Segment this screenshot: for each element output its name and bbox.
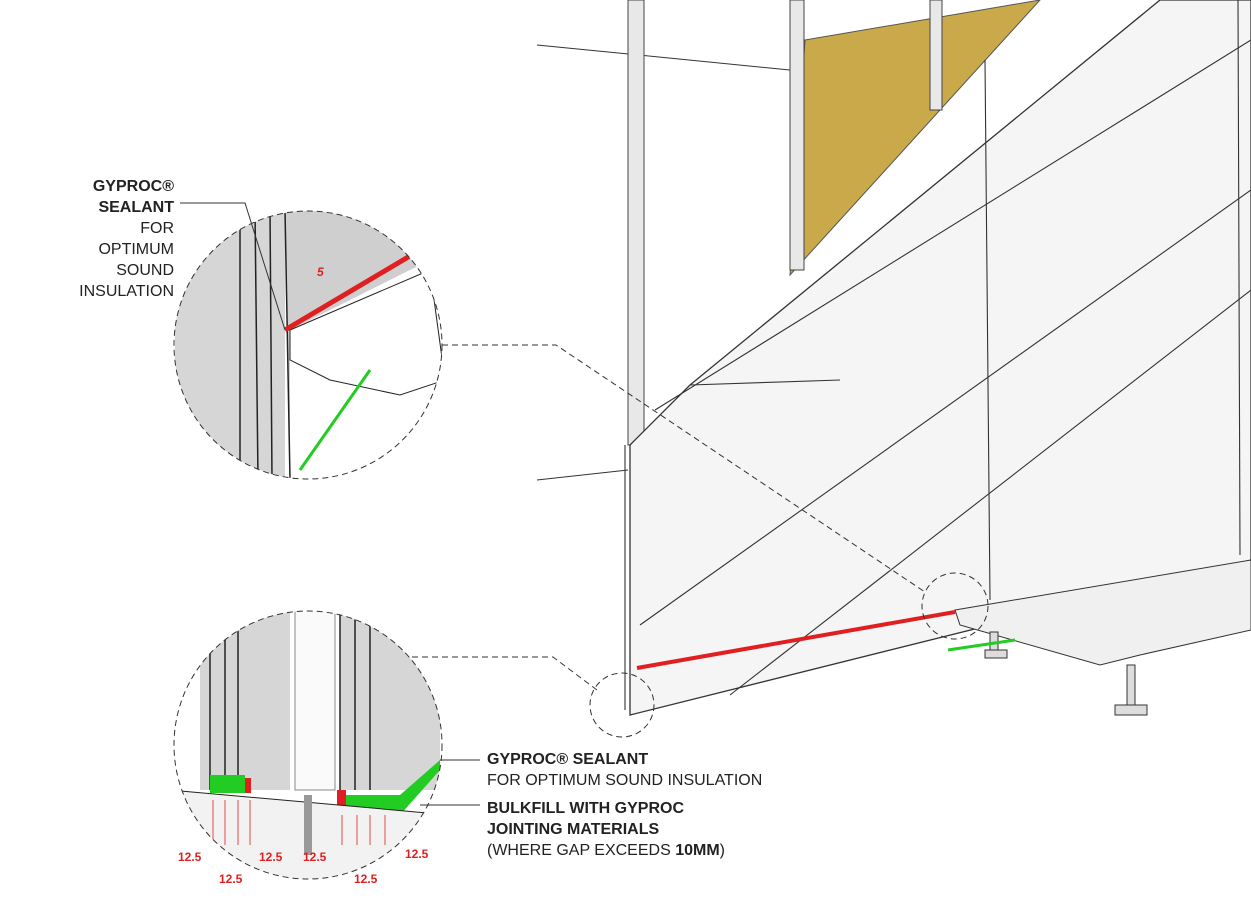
dimension-5: 5 — [317, 265, 324, 279]
label-desc-3: SOUND — [116, 262, 174, 279]
dimension-12-5: 12.5 — [259, 850, 283, 864]
dimension-12-5: 12.5 — [219, 872, 243, 886]
bottom-sealant-label: GYPROC® SEALANT FOR OPTIMUM SOUND INSULA… — [487, 749, 762, 791]
dimension-12-5: 12.5 — [178, 850, 202, 864]
steel-studs — [627, 0, 943, 446]
floor-slab — [954, 559, 1251, 666]
bulkfill-label: BULKFILL WITH GYPROC JOINTING MATERIALS … — [487, 798, 725, 861]
bulkfill-title-1: BULKFILL WITH GYPROC — [487, 800, 685, 817]
callout-leaders — [412, 344, 989, 738]
top-sealant-label: GYPROC® SEALANT FOR OPTIMUM SOUND INSULA… — [79, 176, 174, 302]
bulkfill-desc-bold: 10MM — [675, 842, 720, 859]
dimension-12-5: 12.5 — [303, 850, 327, 864]
dimension-12-5: 12.5 — [405, 847, 429, 861]
detail-top — [174, 211, 442, 479]
label-desc-2: OPTIMUM — [98, 241, 174, 258]
label-desc-1: FOR — [140, 220, 174, 237]
sealant-title: GYPROC® SEALANT — [487, 751, 649, 768]
label-title-1: GYPROC® — [92, 178, 174, 195]
bulkfill-desc-suffix: ) — [719, 842, 725, 859]
bulkfill-title-2: JOINTING MATERIALS — [487, 821, 660, 838]
dimension-12-5: 12.5 — [354, 872, 378, 886]
sealant-desc: FOR OPTIMUM SOUND INSULATION — [487, 772, 763, 789]
detail-bottom — [174, 611, 442, 879]
sealant-line — [636, 610, 956, 670]
label-title-2: SEALANT — [98, 199, 174, 216]
bulkfill-line — [947, 638, 1016, 652]
bulkfill-desc: (WHERE GAP EXCEEDS 10MM) — [487, 840, 725, 861]
label-desc-4: INSULATION — [79, 283, 174, 300]
pedestals — [984, 631, 1148, 716]
board-joints — [624, 0, 1251, 710]
bulkfill-desc-prefix: (WHERE GAP EXCEEDS — [487, 842, 676, 859]
